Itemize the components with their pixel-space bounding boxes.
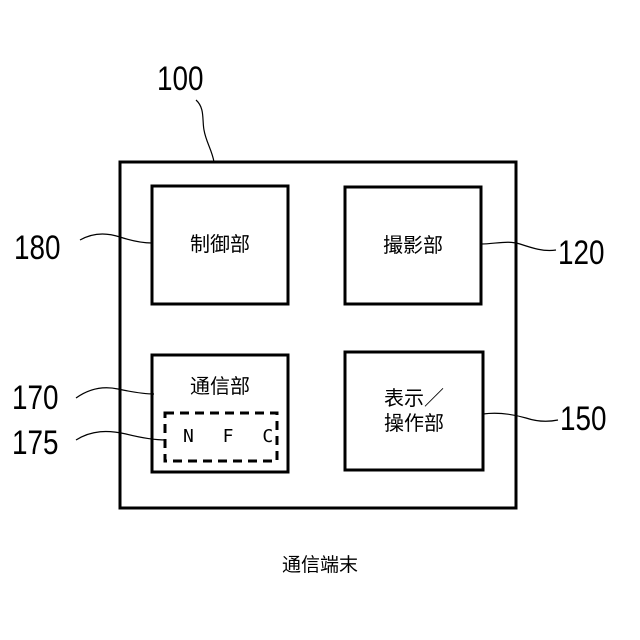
communication-unit-label: 通信部 <box>152 374 288 399</box>
leader-line-150 <box>483 413 558 421</box>
ref-175: 175 <box>12 426 59 460</box>
device-outline <box>120 162 516 508</box>
leader-line-170 <box>76 388 154 398</box>
imaging-unit-label: 撮影部 <box>345 233 481 258</box>
leader-line-120 <box>481 242 556 250</box>
leader-line-180 <box>80 234 152 243</box>
device-caption: 通信端末 <box>220 554 420 578</box>
control-unit-label: 制御部 <box>152 232 288 257</box>
nfc-label: N F C <box>183 426 282 447</box>
ref-100: 100 <box>157 62 204 96</box>
display-operation-label-line2: 操作部 <box>345 411 483 436</box>
display-operation-label-line1: 表示／ <box>345 386 483 411</box>
leader-line-100 <box>196 100 214 162</box>
ref-180: 180 <box>14 231 61 265</box>
ref-150: 150 <box>560 402 607 436</box>
ref-170: 170 <box>12 381 59 415</box>
ref-120: 120 <box>558 236 605 270</box>
